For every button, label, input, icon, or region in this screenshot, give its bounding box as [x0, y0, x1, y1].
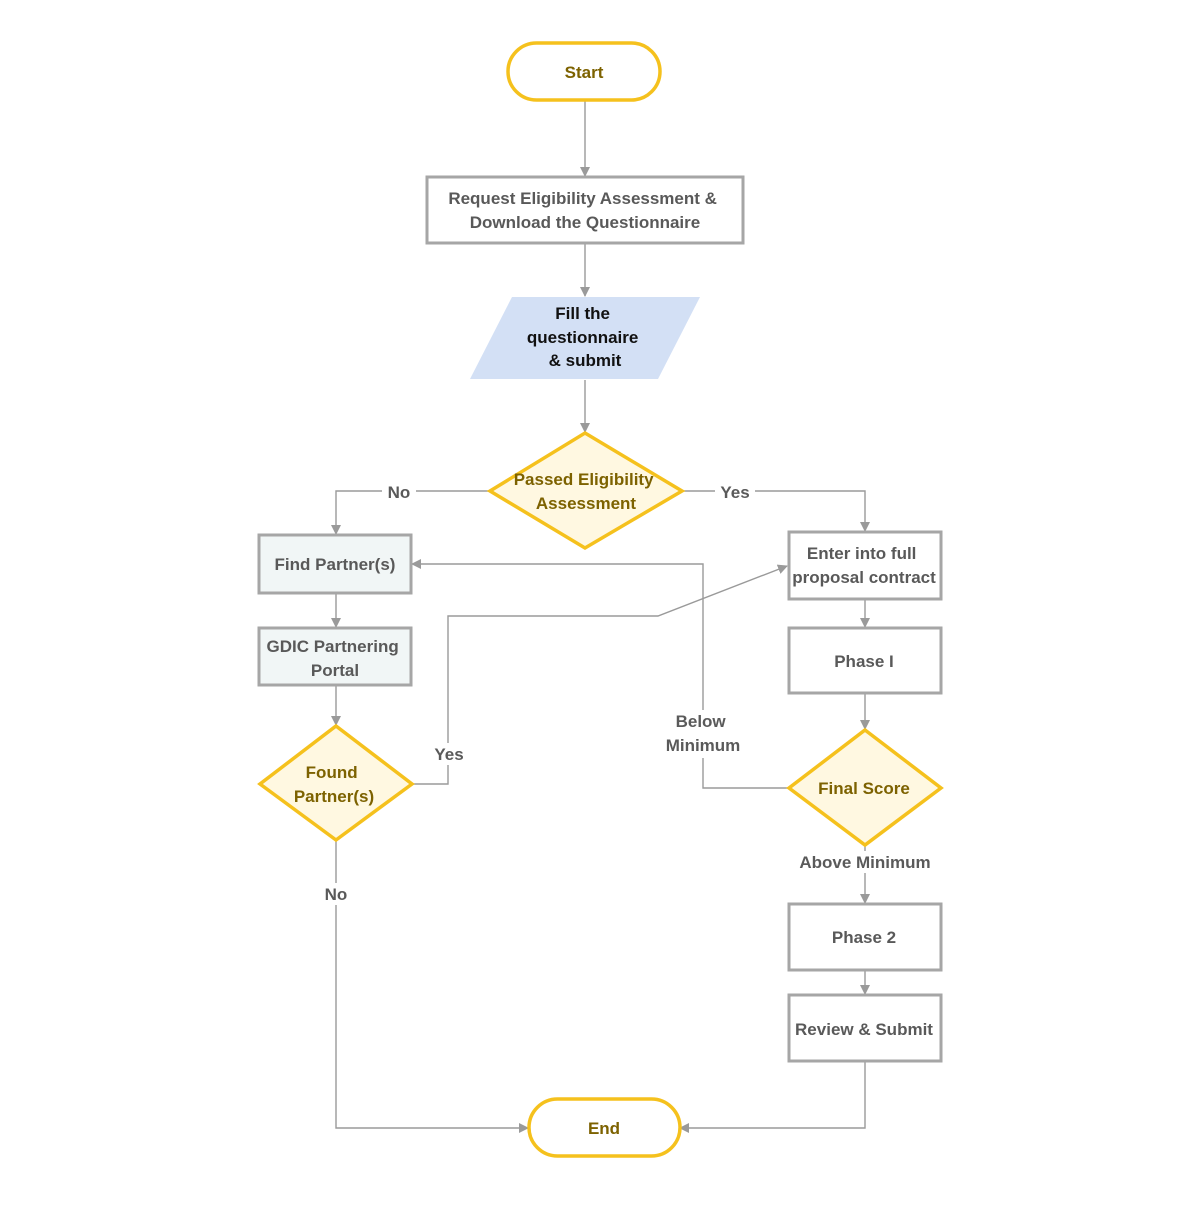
phase2-process[interactable]: Phase 2: [787, 902, 943, 972]
phase1-label: Phase I: [834, 652, 894, 671]
start-label: Start: [565, 63, 604, 82]
enter-proposal-label: Enter into full proposal contract: [792, 544, 936, 587]
fill-questionnaire-label: Fill the questionnaire & submit: [527, 304, 643, 370]
edge-label-yes-found: Yes: [434, 745, 463, 764]
find-partners-label: Find Partner(s): [275, 555, 396, 574]
edge-passed-no-to-find: [331, 490, 490, 535]
enter-proposal-process[interactable]: Enter into full proposal contract: [787, 530, 943, 601]
edge-label-yes-eligibility: Yes: [720, 483, 749, 502]
review-submit-process[interactable]: Review & Submit: [787, 993, 943, 1063]
passed-eligibility-label: Passed Eligibility Assessment: [514, 470, 659, 513]
found-partners-decision[interactable]: Found Partner(s): [257, 723, 415, 843]
edge-final-below-to-find: [411, 559, 789, 789]
edge-label-above-minimum: Above Minimum: [799, 853, 930, 872]
edge-found-yes-to-enter: [412, 564, 788, 785]
phase1-process[interactable]: Phase I: [787, 626, 943, 695]
edge-label-below-minimum: Below Minimum: [666, 712, 741, 755]
phase2-label: Phase 2: [832, 928, 896, 947]
edge-passed-yes-to-enter: [682, 490, 870, 532]
edge-review-to-end: [679, 1062, 866, 1133]
find-partners-process[interactable]: Find Partner(s): [257, 533, 413, 595]
request-assessment-process[interactable]: Request Eligibility Assessment & Downloa…: [425, 175, 745, 245]
edge-label-no-eligibility: No: [388, 483, 411, 502]
passed-eligibility-decision[interactable]: Passed Eligibility Assessment: [486, 430, 686, 551]
gdic-portal-label: GDIC Partnering Portal: [267, 637, 404, 680]
found-partners-label: Found Partner(s): [294, 763, 374, 806]
review-submit-label: Review & Submit: [795, 1020, 933, 1039]
end-terminal[interactable]: End: [527, 1097, 682, 1158]
edge-found-no-to-end: [335, 841, 529, 1133]
gdic-portal-process[interactable]: GDIC Partnering Portal: [257, 626, 413, 687]
end-label: End: [588, 1119, 620, 1138]
edge-label-no-found: No: [325, 885, 348, 904]
fill-questionnaire-io[interactable]: Fill the questionnaire & submit: [470, 297, 700, 379]
request-assessment-label: Request Eligibility Assessment & Downloa…: [448, 189, 721, 232]
final-score-label: Final Score: [818, 779, 910, 798]
final-score-decision[interactable]: Final Score: [786, 727, 944, 848]
start-terminal[interactable]: Start: [506, 41, 662, 102]
